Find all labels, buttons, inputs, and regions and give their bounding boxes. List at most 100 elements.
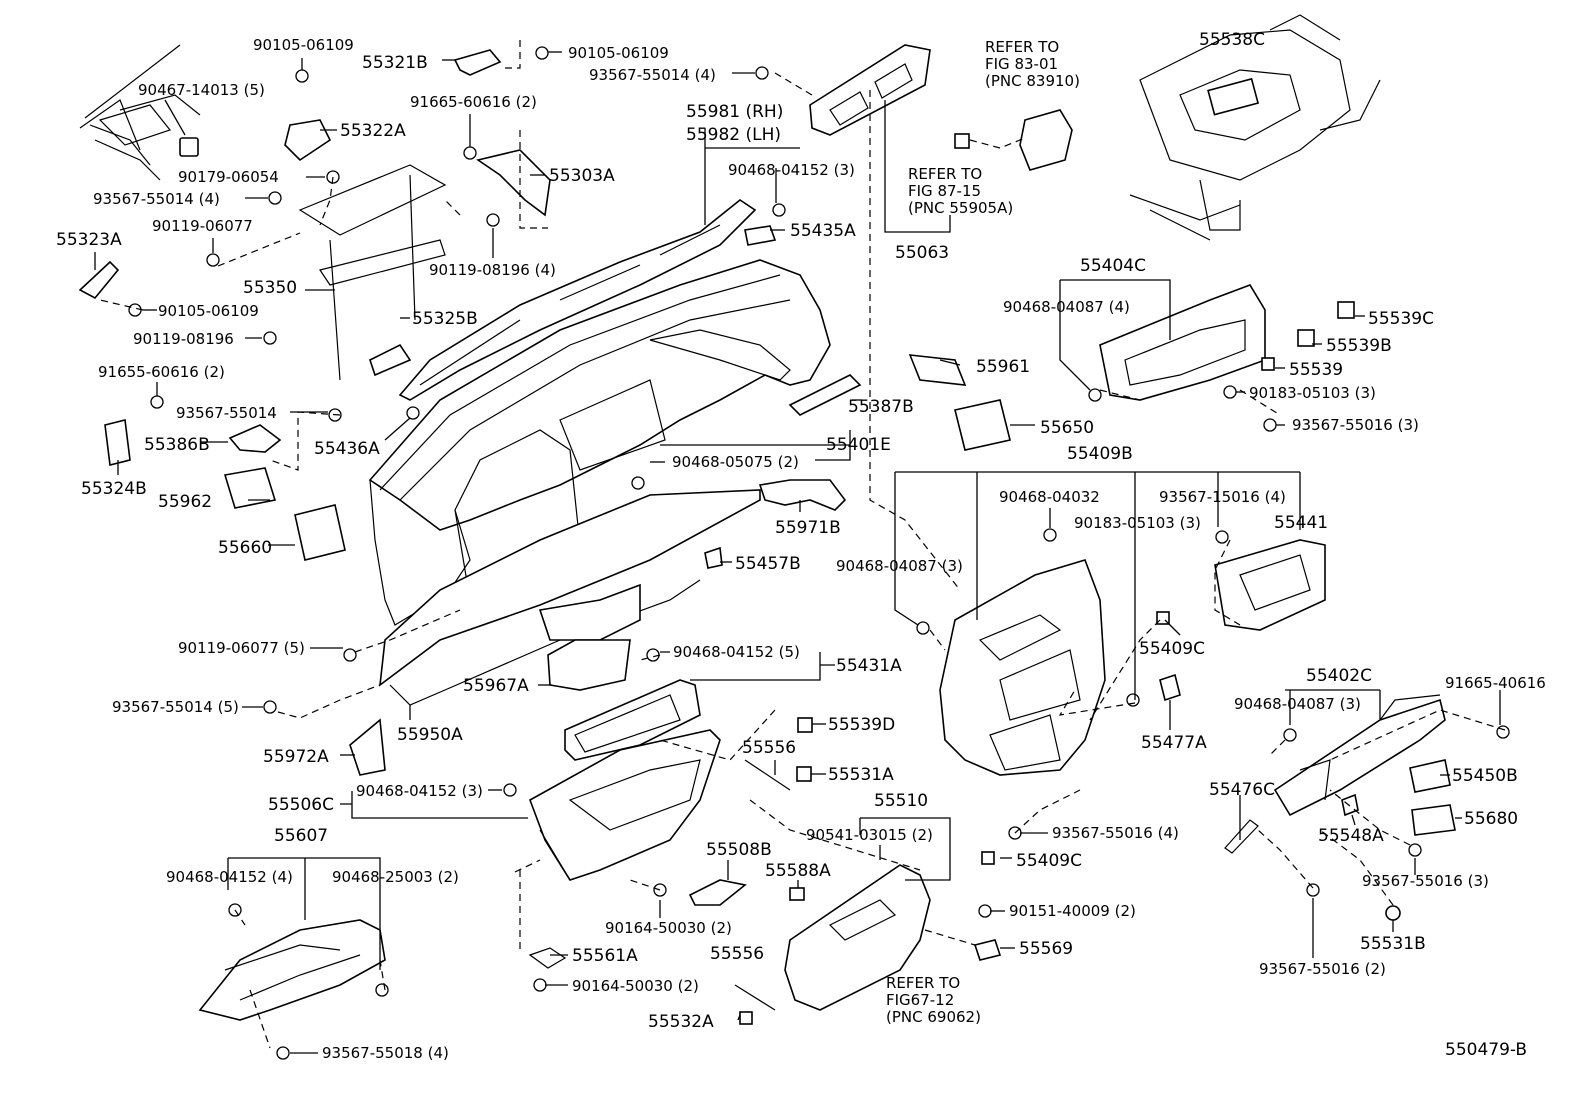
label-p52: 90164-50030 (2) [572, 977, 699, 995]
console-55607 [198, 919, 386, 1021]
label-p69: 55539B [1326, 336, 1392, 356]
label-p42: 55531A [828, 765, 894, 785]
label-p40: 55539D [828, 715, 895, 735]
label-p81: 55477A [1141, 733, 1207, 753]
label-p51: 55561A [572, 946, 638, 966]
label-p58: 90151-40009 (2) [1009, 902, 1136, 920]
defroster-grille [398, 199, 757, 401]
cluster-finish-55404c [1099, 284, 1266, 401]
label-p59: 55569 [1019, 939, 1073, 959]
label-p14: 55350 [243, 278, 297, 298]
label-p88: 55680 [1464, 809, 1518, 829]
label-p74: 55409B [1067, 444, 1133, 464]
center-cluster-55409b [939, 559, 1106, 776]
label-p70: 55539 [1289, 360, 1343, 380]
label-p79: 90468-04087 (3) [836, 557, 963, 575]
label-p68: 55539C [1368, 309, 1434, 329]
label-p87: 55548A [1318, 826, 1384, 846]
label-p49: 55588A [765, 861, 831, 881]
figure-code: 550479-B [1445, 1040, 1527, 1060]
label-p31: 55971B [775, 518, 841, 538]
upper-right-inset-illustration [1129, 14, 1381, 241]
label-p20: 55436A [314, 439, 380, 459]
label-p22: 55324B [81, 479, 147, 499]
label-p25: 55981 (RH) [686, 102, 783, 122]
label-p75: 90468-04032 [999, 488, 1100, 506]
label-p28: 55435A [790, 221, 856, 241]
label-p57: 90541-03015 (2) [806, 826, 933, 844]
label-p01: 90105-06109 [253, 36, 354, 54]
label-p67: 55387B [848, 397, 914, 417]
label-p65: 55961 [976, 357, 1030, 377]
label-p09: 90179-06054 [178, 168, 279, 186]
label-p37: 93567-55014 (5) [112, 698, 239, 716]
instrument-panel-body [368, 259, 831, 626]
label-p07: 55322A [340, 121, 406, 141]
switch-83910 [954, 109, 1073, 171]
label-p04: 93567-55014 (4) [589, 66, 716, 84]
label-p72: 93567-55016 (3) [1292, 416, 1419, 434]
label-p56: 55510 [874, 791, 928, 811]
label-p17: 90119-08196 [133, 330, 234, 348]
duct-55971b [758, 479, 847, 511]
label-p32: 55457B [735, 554, 801, 574]
label-p71: 90183-05103 (3) [1249, 384, 1376, 402]
label-p36: 55967A [463, 676, 529, 696]
ref-fig-83-01: REFER TO FIG 83-01 (PNC 83910) [985, 38, 1080, 90]
label-p41: 55556 [742, 738, 796, 758]
lower-panel [379, 489, 761, 706]
label-p30: 55401E [826, 435, 891, 455]
label-p55: 93567-55018 (4) [322, 1044, 449, 1062]
label-p16: 55325B [412, 309, 478, 329]
label-p11: 90119-06077 [152, 217, 253, 235]
label-p39: 55972A [263, 747, 329, 767]
label-p46: 90468-04152 (4) [166, 868, 293, 886]
label-p45: 55607 [274, 826, 328, 846]
label-p76: 93567-15016 (4) [1159, 488, 1286, 506]
part-labels: 90105-06109 55321B 90105-06109 93567-550… [56, 30, 1546, 1062]
label-p53: 55556 [710, 944, 764, 964]
small-parts [78, 49, 1456, 1025]
label-p24: 55660 [218, 538, 272, 558]
glove-box-door-55510 [784, 864, 931, 1011]
label-p77: 90183-05103 (3) [1074, 514, 1201, 532]
label-p84: 91665-40616 [1445, 674, 1546, 692]
label-p63: 55404C [1080, 256, 1146, 276]
label-p05: 90467-14013 (5) [138, 81, 265, 99]
label-p34: 90468-04152 (5) [673, 643, 800, 661]
label-p21: 55386B [144, 435, 210, 455]
label-p86: 55476C [1209, 780, 1275, 800]
ref-fig-87-15: REFER TO FIG 87-15 (PNC 55905A) [908, 165, 1013, 217]
label-p43: 55506C [268, 795, 334, 815]
ref-fig-67-12: REFER TO FIG67-12 (PNC 69062) [886, 974, 981, 1026]
label-p64: 90468-04087 (4) [1003, 298, 1130, 316]
label-p48: 55508B [706, 840, 772, 860]
label-p78: 55441 [1274, 513, 1328, 533]
label-p06: 91665-60616 (2) [410, 93, 537, 111]
label-p13: 90119-08196 (4) [429, 261, 556, 279]
label-p38: 55950A [397, 725, 463, 745]
label-p90: 93567-55016 (2) [1259, 960, 1386, 978]
label-p62: 55063 [895, 243, 949, 263]
label-p35: 55431A [836, 656, 902, 676]
label-p61: 55409C [1016, 851, 1082, 871]
box-55441 [1214, 539, 1326, 631]
label-p26: 55982 (LH) [686, 125, 781, 145]
label-p82: 55402C [1306, 666, 1372, 686]
label-p15: 90105-06109 [158, 302, 259, 320]
label-p19: 93567-55014 [176, 404, 277, 422]
label-p89: 93567-55016 (3) [1362, 872, 1489, 890]
glove-box-55506c [529, 729, 721, 881]
label-p23: 55962 [158, 492, 212, 512]
label-p10: 93567-55014 (4) [93, 190, 220, 208]
label-p47: 90468-25003 (2) [332, 868, 459, 886]
leader-lines [94, 40, 1506, 1054]
label-p12: 55323A [56, 230, 122, 250]
label-p02: 55321B [362, 53, 428, 73]
label-p44: 90468-04152 (3) [356, 782, 483, 800]
label-p29: 90468-05075 (2) [672, 453, 799, 471]
label-p80: 55409C [1139, 639, 1205, 659]
label-p60: 93567-55016 (4) [1052, 824, 1179, 842]
label-p18: 91655-60616 (2) [98, 363, 225, 381]
